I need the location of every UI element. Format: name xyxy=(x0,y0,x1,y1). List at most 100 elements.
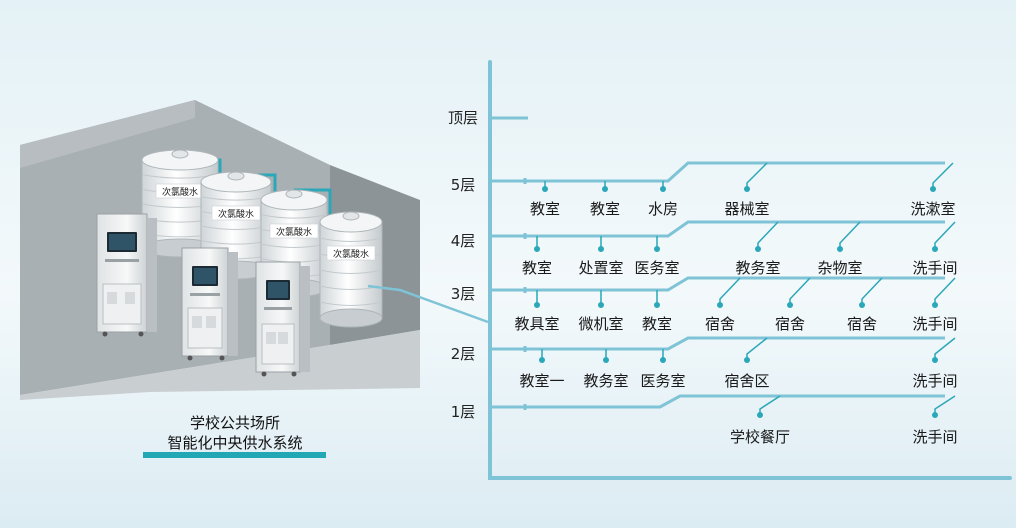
tap-icon xyxy=(757,412,763,418)
tap-icon xyxy=(539,357,545,363)
outlet: 宿舍 xyxy=(847,277,883,333)
tap-icon xyxy=(660,186,666,192)
tap-icon xyxy=(755,246,761,252)
caption-underline xyxy=(143,452,326,458)
floor-label: 3层 xyxy=(451,285,476,303)
room-label: 教具室 xyxy=(514,315,559,333)
dispenser-cabinet xyxy=(181,247,238,361)
outlet: 教室 xyxy=(522,236,552,277)
floor-pipe xyxy=(490,161,945,183)
tap-icon xyxy=(744,357,750,363)
outlet: 医务室 xyxy=(634,236,680,277)
outlet: 水房 xyxy=(648,181,678,218)
outlet: 教室一 xyxy=(519,349,565,390)
room-label: 洗手间 xyxy=(912,315,957,333)
room-label: 宿舍 xyxy=(775,315,805,333)
floor-label: 1层 xyxy=(451,403,476,421)
floor-label: 顶层 xyxy=(448,109,478,127)
outlet: 教室 xyxy=(590,181,620,218)
room-label: 教室 xyxy=(590,200,620,218)
room-label: 处置室 xyxy=(578,259,623,277)
outlet: 医务室 xyxy=(640,349,686,390)
tap-icon xyxy=(932,246,938,252)
tap-icon xyxy=(932,357,938,363)
floor-3: 4层教室 处置室医务室 教务室 杂物室 洗手间 xyxy=(451,220,958,277)
room-label: 微机室 xyxy=(578,315,623,333)
outlet: 宿舍 xyxy=(775,277,811,333)
room-label: 教务室 xyxy=(583,372,628,390)
outlet: 微机室 xyxy=(578,290,624,333)
floor-label: 5层 xyxy=(451,176,476,194)
outlet: 教室 xyxy=(530,181,560,218)
room-label: 宿舍区 xyxy=(724,372,769,390)
dispenser-cabinet xyxy=(96,213,157,337)
tap-icon xyxy=(603,357,609,363)
main-riser xyxy=(488,60,1012,480)
outlet: 洗手间 xyxy=(912,221,958,277)
room-label: 教室一 xyxy=(519,372,564,390)
room-label: 洗手间 xyxy=(912,259,957,277)
outlet-pipe xyxy=(367,284,489,324)
outlet: 杂物室 xyxy=(817,221,863,277)
tank-label: 次氯酸水 xyxy=(218,208,254,220)
room-label: 洗手间 xyxy=(912,428,957,446)
room-floor xyxy=(20,330,420,400)
tap-icon xyxy=(654,246,660,252)
tap-icon xyxy=(787,302,793,308)
floor-5: 2层教室一 教务室医务室 宿舍区 洗手间 xyxy=(451,336,958,390)
outlet: 洗手间 xyxy=(912,395,958,446)
room-label: 宿舍 xyxy=(847,315,877,333)
tank-label: 次氯酸水 xyxy=(333,248,369,260)
tap-icon xyxy=(930,186,936,192)
floor-2: 5层教室 教室 水房器械室 洗漱室 xyxy=(451,161,956,218)
tap-icon xyxy=(534,246,540,252)
outlet: 学校餐厅 xyxy=(730,395,790,446)
tap-icon xyxy=(654,302,660,308)
outlet: 洗手间 xyxy=(912,277,958,333)
tap-icon xyxy=(859,302,865,308)
tap-icon xyxy=(717,302,723,308)
room-label: 洗手间 xyxy=(912,372,957,390)
floor-label: 4层 xyxy=(451,232,476,250)
tap-icon xyxy=(932,302,938,308)
floor-1: 顶层 xyxy=(448,109,528,127)
outlet: 宿舍 xyxy=(705,277,741,333)
room-label: 医务室 xyxy=(640,372,685,390)
outlet: 器械室 xyxy=(724,162,770,218)
outlet: 教室 xyxy=(642,290,672,333)
room-label: 教室 xyxy=(530,200,560,218)
pipe-network: 顶层5层教室教室水房器械室洗漱室4层教室处置室医务室教务室杂物室洗手间3层教具室… xyxy=(448,60,1012,480)
room-label: 教务室 xyxy=(735,259,780,277)
tap-icon xyxy=(534,302,540,308)
room-label: 器械室 xyxy=(724,200,769,218)
dispenser-cabinet xyxy=(255,261,310,377)
room-label: 教室 xyxy=(642,315,672,333)
outlet: 教具室 xyxy=(514,290,560,333)
tap-icon xyxy=(744,186,750,192)
room-label: 宿舍 xyxy=(705,315,735,333)
floor-pipe xyxy=(490,394,945,409)
water-tank: 次氯酸水 xyxy=(319,211,383,328)
floor-label: 2层 xyxy=(451,345,476,363)
floor-pipe xyxy=(490,336,945,351)
tap-icon xyxy=(837,246,843,252)
tap-icon xyxy=(932,412,938,418)
outlet: 处置室 xyxy=(578,236,624,277)
room-top-edge xyxy=(20,100,195,168)
outlet: 宿舍区 xyxy=(724,337,770,390)
cabinet-group xyxy=(96,213,310,377)
tap-icon xyxy=(660,357,666,363)
outlet: 教务室 xyxy=(583,349,629,390)
outlet: 洗漱室 xyxy=(910,162,956,218)
caption-line2: 智能化中央供水系统 xyxy=(167,434,302,452)
room-label: 教室 xyxy=(522,259,552,277)
room-label: 洗漱室 xyxy=(910,200,955,218)
room-label: 医务室 xyxy=(634,259,679,277)
tap-icon xyxy=(598,302,604,308)
room-label: 学校餐厅 xyxy=(730,428,790,446)
room-label: 杂物室 xyxy=(817,259,862,277)
